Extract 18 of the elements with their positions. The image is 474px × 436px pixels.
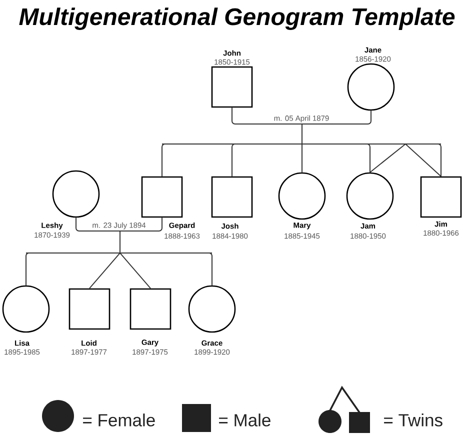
legend-label: = Male xyxy=(219,414,270,426)
legend-label: = Twins xyxy=(384,414,442,426)
descent-line xyxy=(366,144,370,173)
descent-line xyxy=(436,144,442,177)
marriage-line xyxy=(232,107,302,124)
marriage-line xyxy=(76,217,120,232)
descent-line xyxy=(26,252,30,286)
descent-line xyxy=(232,144,236,177)
marriage-line xyxy=(302,110,372,124)
descent-line xyxy=(162,144,166,177)
twin-line xyxy=(370,143,442,177)
descent-line xyxy=(208,252,212,286)
marriage-line xyxy=(120,217,162,232)
twin-line xyxy=(89,252,151,289)
legend-label: = Female xyxy=(83,414,155,426)
title: Multigenerational Genogram Template xyxy=(19,8,455,30)
sibling-line xyxy=(26,252,120,254)
sibling-line xyxy=(120,252,212,254)
